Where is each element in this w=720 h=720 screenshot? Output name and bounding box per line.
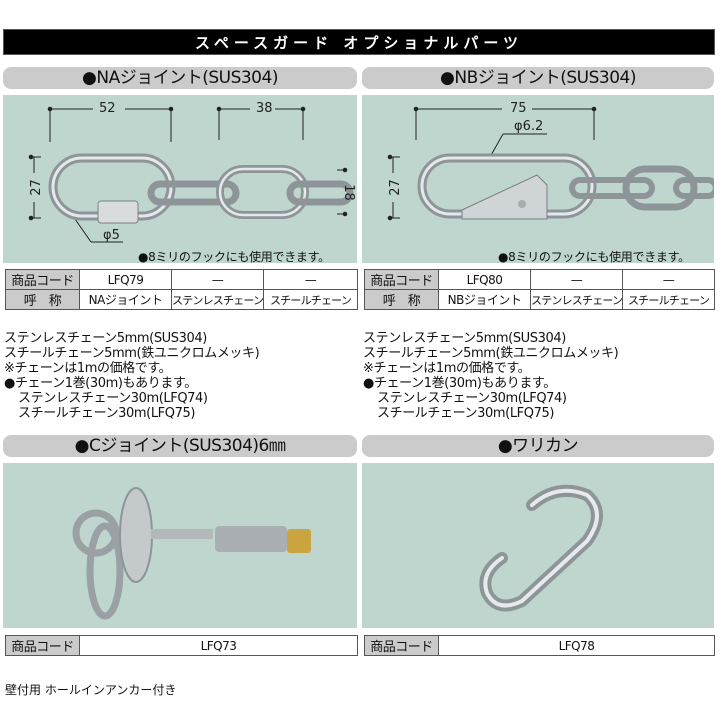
dimension-38: 38 [256,101,273,116]
table-row: 商品コード LFQ73 [5,635,358,656]
table-cell: — [530,269,623,290]
section-heading-warikan: ●ワリカン [362,435,714,457]
table-cell: LFQ79 [79,269,172,290]
table-cell: LFQ78 [438,635,715,656]
section-heading-nb-joint: ●NBジョイント(SUS304) [362,67,714,89]
c-joint-eyebolt-illustration [72,487,311,620]
description-line: スチールチェーン30m(LFQ75) [377,406,554,421]
table-cell-label: 商品コード [364,269,439,290]
description-line: ●チェーン1巻(30m)もあります。 [363,376,556,391]
table-cell: スチールチェーン [622,289,715,310]
product-image-na-joint [3,95,357,263]
table-cell: スチールチェーン [263,289,358,310]
table-cell: LFQ80 [438,269,531,290]
description-line: ※チェーンは1mの価格です。 [4,361,172,376]
spec-table-nb: 商品コード LFQ80 — — 呼 称 NBジョイント ステンレスチェーン スチ… [364,269,715,310]
description-line: ●チェーン1巻(30m)もあります。 [4,376,197,391]
spec-table-c-joint: 商品コード LFQ73 [5,635,358,656]
table-cell-label: 呼 称 [364,289,439,310]
table-cell-label: 商品コード [5,635,80,656]
dimension-27: 27 [387,179,403,196]
nb-joint-hook-illustration [387,106,719,221]
hook-compat-note: ●8ミリのフックにも使用できます。 [138,250,330,264]
table-cell-label: 商品コード [5,269,80,290]
hook-compat-note: ●8ミリのフックにも使用できます。 [498,250,690,264]
table-cell: LFQ73 [79,635,358,656]
section-heading-na-joint: ●NAジョイント(SUS304) [3,67,357,89]
dimension-75: 75 [510,101,527,116]
table-cell-label: 商品コード [364,635,439,656]
dimension-27: 27 [28,179,44,196]
table-row: 呼 称 NBジョイント ステンレスチェーン スチールチェーン [364,289,715,310]
description-line: スチールチェーン5mm(鉄ユニクロムメッキ) [363,346,619,361]
description-line: ステンレスチェーン5mm(SUS304) [363,331,566,346]
description-line: ステンレスチェーン30m(LFQ74) [377,391,567,406]
table-row: 商品コード LFQ79 — — [5,269,358,290]
table-row: 呼 称 NAジョイント ステンレスチェーン スチールチェーン [5,289,358,310]
section-heading-c-joint: ●Cジョイント(SUS304)6㎜ [3,435,357,457]
table-cell: NBジョイント [438,289,531,310]
dimension-wire-6-2: φ6.2 [514,119,544,134]
description-line: スチールチェーン30m(LFQ75) [18,406,195,421]
table-cell: — [263,269,358,290]
product-image-nb-joint [362,95,719,263]
table-cell: — [171,269,264,290]
warikan-link-illustration [479,484,603,612]
na-description: ステンレスチェーン5mm(SUS304) スチールチェーン5mm(鉄ユニクロムメ… [4,331,260,421]
product-image-c-joint [3,463,357,628]
nb-description: ステンレスチェーン5mm(SUS304) スチールチェーン5mm(鉄ユニクロムメ… [363,331,619,421]
table-cell: ステンレスチェーン [530,289,623,310]
description-line: ステンレスチェーン5mm(SUS304) [4,331,207,346]
dimension-wire-5: φ5 [103,228,120,243]
page-title: スペースガード オプショナルパーツ [3,29,715,55]
description-line: ステンレスチェーン30m(LFQ74) [18,391,208,406]
table-cell: — [622,269,715,290]
spec-table-warikan: 商品コード LFQ78 [364,635,715,656]
dimension-18: 18 [340,184,356,201]
table-cell-label: 呼 称 [5,289,80,310]
c-joint-footnote: 壁付用 ホールインアンカー付き [5,683,177,697]
table-row: 商品コード LFQ78 [364,635,715,656]
description-line: ※チェーンは1mの価格です。 [363,361,531,376]
table-row: 商品コード LFQ80 — — [364,269,715,290]
spec-table-na: 商品コード LFQ79 — — 呼 称 NAジョイント ステンレスチェーン スチ… [5,269,358,310]
dimension-52: 52 [99,101,116,116]
description-line: スチールチェーン5mm(鉄ユニクロムメッキ) [4,346,260,361]
table-cell: NAジョイント [79,289,172,310]
table-cell: ステンレスチェーン [171,289,264,310]
product-image-warikan [362,463,714,628]
na-joint-chain-illustration [28,106,354,243]
